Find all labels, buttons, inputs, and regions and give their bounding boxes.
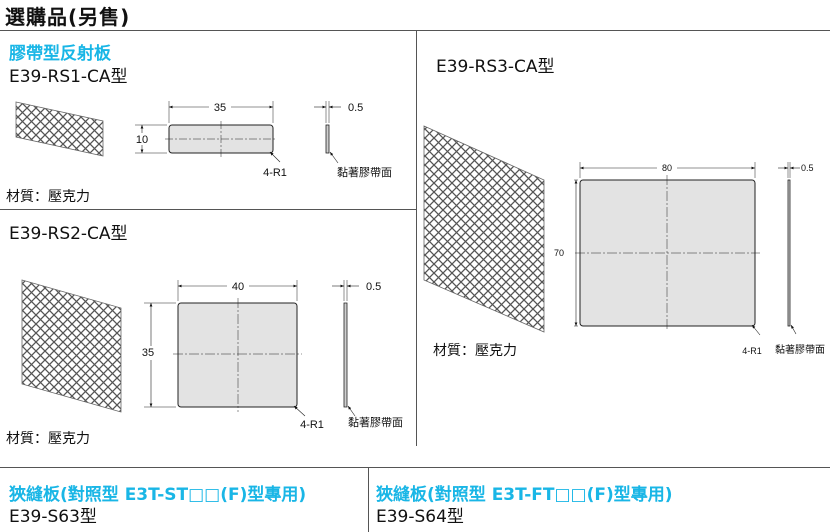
rs3-material: 材質：壓克力 (433, 343, 517, 359)
rs3-reflector-image (423, 125, 545, 333)
model-e39-rs2-ca: E39-RS2-CA型 (9, 224, 128, 244)
column-divider (416, 31, 417, 446)
rs1-reflector-image (15, 101, 104, 157)
rs2-front-view (177, 302, 298, 408)
rs2-dim-width: 40 (232, 281, 244, 293)
rs3-dim-width: 80 (662, 163, 672, 173)
rs3-drawing: 80 70 4-R1 0.5 黏著膠帶面 (423, 125, 825, 356)
rs3-adhesive-label: 黏著膠帶面 (775, 343, 825, 356)
rs2-side-view (343, 302, 348, 408)
model-e39-s63: E39-S63型 (9, 507, 97, 527)
rs2-reflector-image (21, 279, 122, 413)
rs2-corner-radius: 4-R1 (300, 419, 324, 431)
rs2-adhesive-label: 黏著膠帶面 (348, 415, 403, 429)
rs2-material: 材質：壓克力 (6, 431, 90, 447)
rs3-corner-radius: 4-R1 (742, 346, 762, 356)
rs1-drawing: 35 10 4-R1 0.5 黏著膠帶面 (15, 101, 392, 179)
category-tape-reflector: 膠帶型反射板 (9, 44, 111, 64)
rs2-drawing: 40 35 4-R1 0.5 黏著膠帶面 (21, 279, 403, 431)
rs1-side-view (325, 124, 330, 154)
rs1-corner-radius: 4-R1 (263, 167, 287, 179)
category-slit-plate-ft: 狹縫板(對照型 E3T-FT□□(F)型專用) (376, 485, 673, 505)
model-e39-rs3-ca: E39-RS3-CA型 (436, 57, 555, 77)
model-e39-s64: E39-S64型 (376, 507, 464, 527)
page-title: 選購品(另售) (5, 5, 131, 29)
rs3-side-view (787, 179, 791, 327)
rs3-dim-height: 70 (554, 248, 564, 258)
rs1-divider (0, 209, 416, 210)
bottom-divider (0, 467, 830, 468)
rs1-dim-thickness: 0.5 (348, 102, 363, 114)
model-e39-rs1-ca: E39-RS1-CA型 (9, 67, 128, 87)
title-divider (0, 30, 830, 31)
rs1-material: 材質：壓克力 (6, 189, 90, 205)
rs1-dim-height: 10 (136, 134, 148, 146)
rs3-dim-thickness: 0.5 (801, 163, 814, 173)
rs2-dim-thickness: 0.5 (366, 281, 381, 293)
rs1-adhesive-label: 黏著膠帶面 (337, 165, 392, 179)
rs2-dim-height: 35 (142, 347, 154, 359)
rs1-dim-width: 35 (214, 102, 226, 114)
category-slit-plate-st: 狹縫板(對照型 E3T-ST□□(F)型專用) (9, 485, 307, 505)
bottom-column-divider (368, 468, 369, 532)
